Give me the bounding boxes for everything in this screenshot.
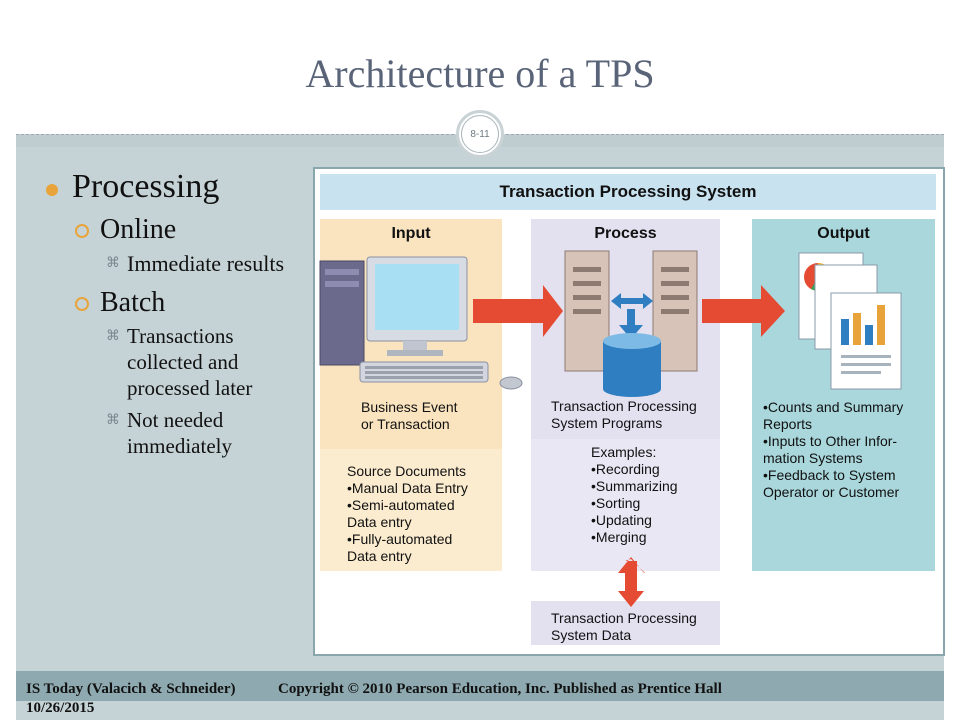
bullet-online-detail-label: Immediate results: [127, 251, 285, 276]
input-event-text: Business Event or Transaction: [361, 399, 458, 432]
input-sources-panel: [320, 449, 502, 571]
bullet-batch: Batch: [42, 287, 302, 319]
slide-number: 8-11: [461, 115, 499, 153]
footer-source: IS Today (Valacich & Schneider): [26, 681, 236, 697]
computer-icon: [319, 256, 523, 390]
server-icon: [564, 250, 698, 372]
bullet-processing-label: Processing: [72, 168, 220, 205]
bullet-list: Processing Online ⌘ Immediate results Ba…: [42, 168, 302, 459]
process-data-panel: [531, 601, 720, 645]
arrow-right-icon: [702, 285, 785, 337]
diagram-title-bar: Transaction Processing System: [320, 174, 936, 210]
bullet-dot-icon: [46, 184, 58, 196]
database-icon: [603, 333, 661, 397]
bullet-batch-detail-2-label: Not needed immediately: [127, 408, 232, 458]
bullet-processing: Processing: [42, 168, 302, 206]
slide-title: Architecture of a TPS: [305, 51, 655, 96]
bullet-batch-detail-2: ⌘ Not needed immediately: [42, 407, 302, 459]
process-examples-text: Examples: •Recording •Summarizing •Sorti…: [591, 444, 678, 545]
bullet-online: Online: [42, 214, 302, 246]
arrow-right-icon: [473, 285, 563, 337]
double-arrow-icon: [611, 293, 653, 309]
reports-icon: [798, 252, 902, 390]
footer-band: [16, 671, 944, 701]
process-data-text: Transaction Processing System Data: [551, 610, 697, 643]
bullet-batch-label: Batch: [100, 287, 166, 318]
bullet-ring-icon: [75, 297, 89, 311]
slide-number-badge: 8-11: [456, 110, 504, 158]
input-header: Input: [391, 225, 431, 242]
bullet-online-label: Online: [100, 214, 177, 245]
tps-diagram: Transaction Processing System Input Proc…: [313, 167, 945, 656]
input-sources-text: Source Documents •Manual Data Entry •Sem…: [347, 463, 468, 564]
footer-copyright: Copyright © 2010 Pearson Education, Inc.…: [278, 681, 722, 697]
footer-date: 10/26/2015: [26, 700, 95, 716]
diagram-artwork: [319, 250, 902, 607]
bullet-cross-icon: ⌘: [106, 412, 120, 428]
process-header: Process: [594, 225, 657, 242]
bullet-batch-detail-1-label: Transactions collected and processed lat…: [127, 324, 253, 400]
output-list-text: •Counts and Summary Reports •Inputs to O…: [763, 399, 904, 500]
bullet-cross-icon: ⌘: [106, 328, 120, 344]
arrow-down-icon: [619, 309, 643, 339]
process-examples-panel: [531, 439, 720, 571]
process-programs-text: Transaction Processing System Programs: [551, 398, 697, 431]
bullet-cross-icon: ⌘: [106, 255, 120, 271]
diagram-title: Transaction Processing System: [499, 182, 757, 201]
double-arrow-vertical-icon: [618, 557, 645, 607]
bullet-online-detail: ⌘ Immediate results: [42, 250, 302, 277]
bullet-batch-detail-1: ⌘ Transactions collected and processed l…: [42, 323, 302, 401]
bullet-ring-icon: [75, 224, 89, 238]
output-header: Output: [817, 225, 870, 242]
